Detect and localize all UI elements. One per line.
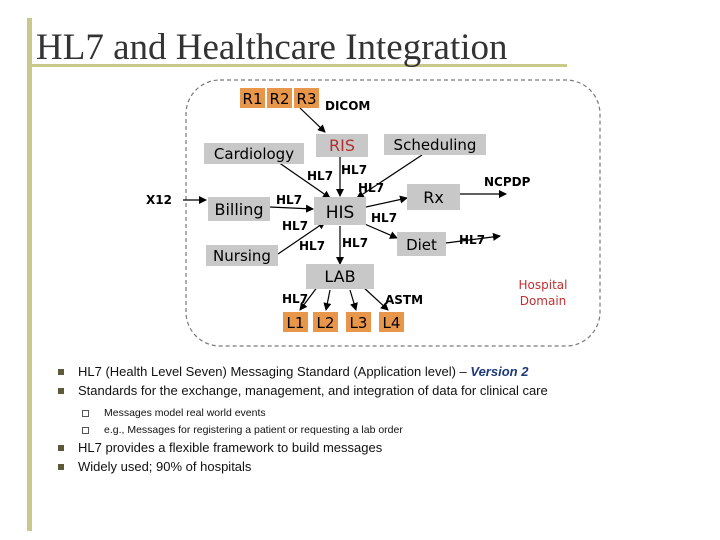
bullet-item: HL7 provides a flexible framework to bui…	[58, 439, 698, 457]
svg-text:R3: R3	[297, 90, 317, 108]
svg-text:Scheduling: Scheduling	[394, 136, 477, 154]
scheduling-his-link	[356, 154, 423, 199]
bullet-marker-icon	[58, 445, 64, 451]
sub-bullet-marker-icon	[82, 427, 89, 434]
hl7-label: HL7	[459, 233, 485, 247]
svg-text:R1: R1	[243, 90, 263, 108]
l2-node: L2	[313, 312, 338, 332]
hl7-label: HL7	[299, 239, 325, 253]
svg-text:L3: L3	[350, 314, 368, 332]
svg-text:Billing: Billing	[214, 200, 263, 219]
svg-text:Nursing: Nursing	[213, 247, 271, 265]
lab-l3-link	[349, 289, 358, 311]
cardiology-his-link	[277, 161, 331, 199]
svg-text:LAB: LAB	[324, 267, 355, 286]
svg-text:Diet: Diet	[406, 236, 437, 254]
bullet-text: HL7 provides a flexible framework to bui…	[78, 440, 383, 455]
svg-text:L4: L4	[383, 314, 401, 332]
lab-l4-link	[361, 285, 389, 311]
hl7-label: HL7	[307, 169, 333, 183]
billing-node: Billing	[208, 197, 270, 221]
r2-node: R2	[267, 88, 292, 108]
svg-text:HIS: HIS	[326, 203, 355, 223]
nursing-his-link	[277, 221, 326, 255]
l4-node: L4	[379, 312, 404, 332]
bullet-text: Standards for the exchange, management, …	[78, 383, 548, 398]
billing-his-link	[269, 204, 314, 213]
bullet-text: HL7 (Health Level Seven) Messaging Stand…	[78, 364, 471, 379]
hospital-domain-label: Hospital	[519, 278, 568, 292]
page-title: HL7 and Healthcare Integration	[36, 27, 508, 68]
sub-bullet-text: Messages model real world events	[104, 407, 266, 419]
hl7-label: HL7	[276, 193, 302, 207]
l3-node: L3	[346, 312, 371, 332]
hl7-label: HL7	[282, 219, 308, 233]
r1-node: R1	[240, 88, 265, 108]
r3-node: R3	[294, 88, 319, 108]
hospital-domain-boundary	[185, 79, 601, 347]
svg-text:Rx: Rx	[423, 188, 444, 207]
bullet-text: Widely used; 90% of hospitals	[78, 459, 252, 474]
bullet-item: Standards for the exchange, management, …	[58, 382, 698, 400]
bullet-marker-icon	[58, 464, 64, 470]
title-accent-bar	[27, 18, 32, 531]
title-underline	[27, 64, 567, 67]
rx-node: Rx	[407, 184, 460, 210]
hl7-label: HL7	[341, 163, 367, 177]
sub-bullet-text: e.g., Messages for registering a patient…	[104, 424, 403, 436]
sub-bullet-marker-icon	[82, 410, 89, 417]
bullet-list: HL7 (Health Level Seven) Messaging Stand…	[58, 363, 698, 477]
hl7-label: HL7	[282, 292, 308, 306]
hl7-label: HL7	[358, 181, 384, 195]
dicom-label: DICOM	[325, 99, 370, 113]
nursing-node: Nursing	[206, 245, 278, 266]
astm-label: ASTM	[385, 293, 423, 307]
bullet-marker-icon	[58, 388, 64, 394]
hl7-label: HL7	[371, 211, 397, 225]
svg-text:L2: L2	[317, 314, 335, 332]
bullet-item: Widely used; 90% of hospitals	[58, 458, 698, 476]
l1-node: L1	[283, 312, 308, 332]
diet-external-link	[445, 232, 501, 244]
hospital-domain-label: Domain	[520, 294, 567, 308]
his-diet-link	[359, 221, 398, 239]
bullet-marker-icon	[58, 369, 64, 375]
his-rx-link	[365, 195, 408, 208]
svg-text:Cardiology: Cardiology	[214, 145, 294, 163]
x12-label: X12	[146, 193, 172, 207]
diet-node: Diet	[397, 232, 446, 256]
sub-bullet-item: Messages model real world events	[58, 405, 698, 422]
lab-l1-link	[299, 285, 319, 311]
svg-text:RIS: RIS	[329, 136, 355, 155]
his-node: HIS	[314, 197, 366, 225]
version-emphasis: Version 2	[470, 364, 529, 379]
ris-node: RIS	[316, 134, 368, 157]
sub-bullet-item: e.g., Messages for registering a patient…	[58, 422, 698, 439]
hl7-label: HL7	[342, 236, 368, 250]
svg-text:R2: R2	[270, 90, 290, 108]
dicom-link	[299, 107, 326, 133]
cardiology-node: Cardiology	[204, 143, 304, 164]
lab-l2-link	[323, 289, 332, 311]
svg-text:L1: L1	[287, 314, 305, 332]
bullet-item: HL7 (Health Level Seven) Messaging Stand…	[58, 363, 698, 381]
scheduling-node: Scheduling	[384, 134, 486, 155]
ncpdp-label: NCPDP	[484, 175, 531, 189]
lab-node: LAB	[306, 264, 374, 289]
